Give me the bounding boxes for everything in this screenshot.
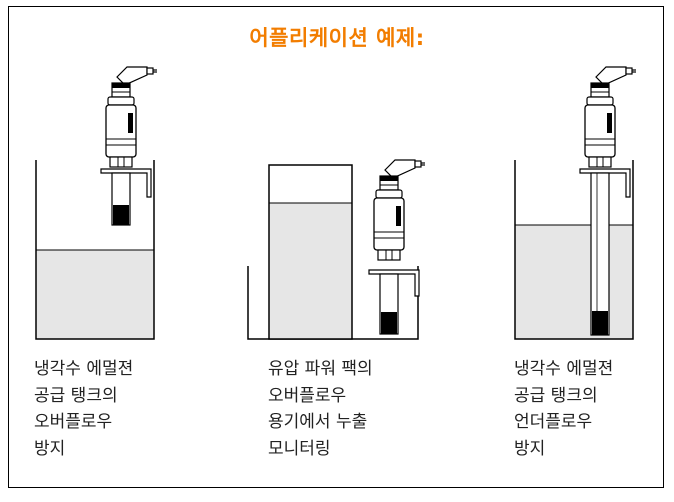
diagram-frame <box>8 6 664 488</box>
caption-line: 공급 탱크의 <box>514 385 598 406</box>
caption-line: 냉각수 에멀젼 <box>34 359 134 379</box>
caption-line: 방지 <box>34 438 66 459</box>
diagram-title: 어플리케이션 예제: <box>249 26 425 50</box>
caption-line: 유압 파워 팩의 <box>268 359 373 379</box>
caption-line: 냉각수 에멀젼 <box>514 359 614 379</box>
level-sensor-left <box>100 66 158 226</box>
caption-line: 방지 <box>514 438 546 459</box>
tank-left <box>35 160 155 340</box>
tank-right <box>514 160 634 340</box>
level-sensor-right <box>579 66 637 336</box>
caption-overflow-prevention: 냉각수 에멀젼 공급 탱크의 오버플로우 방지 <box>34 356 133 462</box>
power-pack-tank <box>268 164 353 340</box>
caption-underflow-prevention: 냉각수 에멀젼 공급 탱크의 언더플로우 방지 <box>514 356 613 462</box>
caption-line: 오버플로우 <box>268 385 347 406</box>
caption-line: 모니터링 <box>268 438 331 459</box>
caption-leakage-monitoring: 유압 파워 팩의 오버플로우 용기에서 누출 모니터링 <box>268 356 373 462</box>
caption-line: 용기에서 누출 <box>268 412 368 432</box>
caption-line: 언더플로우 <box>514 412 593 432</box>
caption-line: 공급 탱크의 <box>34 385 118 406</box>
caption-line: 오버플로우 <box>34 412 113 432</box>
level-sensor-middle <box>368 159 426 335</box>
